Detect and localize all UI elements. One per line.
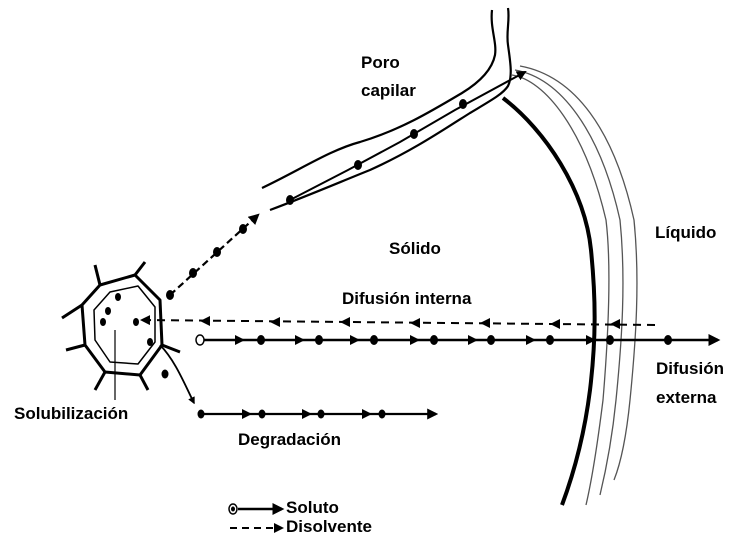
degradation-dots <box>162 370 386 419</box>
label-liquido: Líquido <box>655 222 716 243</box>
label-externa: externa <box>656 387 716 408</box>
capillary-pore <box>262 8 511 210</box>
label-degradacion: Degradación <box>238 429 341 450</box>
legend-disolvente-label: Disolvente <box>286 516 372 537</box>
label-capilar: capilar <box>361 80 416 101</box>
label-poro: Poro <box>361 52 400 73</box>
label-solubilizacion: Solubilización <box>14 403 128 424</box>
liquid-layer <box>512 66 637 505</box>
solid-boundary <box>503 98 595 505</box>
label-difusion: Difusión <box>656 358 724 379</box>
cell-structure <box>62 262 180 400</box>
legend-solute-symbol <box>229 504 282 514</box>
label-difusion-interna: Difusión interna <box>342 288 471 309</box>
solvent-diffusion-arrow <box>142 320 655 325</box>
legend-soluto-label: Soluto <box>286 497 339 518</box>
label-solido: Sólido <box>389 238 441 259</box>
